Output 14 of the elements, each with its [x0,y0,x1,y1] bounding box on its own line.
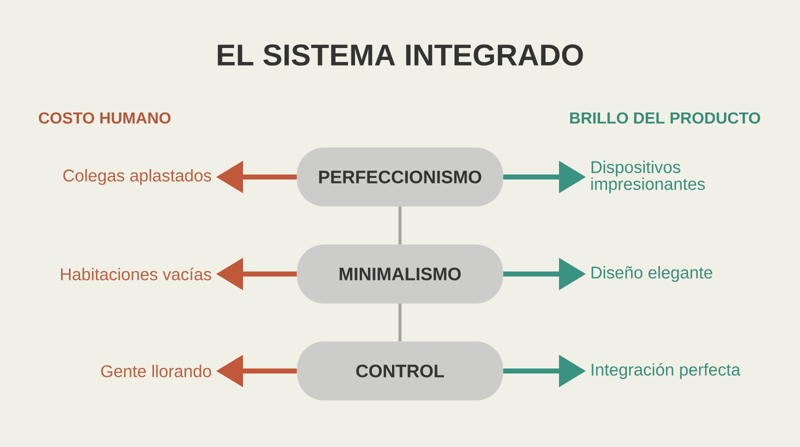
rounded-box: PERFECCIONISMO [297,148,503,206]
outcome-text: Habitaciones vacías [61,268,212,280]
connector-line [398,304,402,342]
outcome-text: Dispositivos impresionantes [591,160,705,194]
title: EL SISTEMA INTEGRADO [218,44,583,66]
column-heading: BRILLO DEL PRODUCTO [570,112,760,124]
rounded-box: MINIMALISMO [297,244,503,304]
outcome-text: Integración perfecta [592,362,740,380]
outcome-text: Colegas aplastados [63,169,212,185]
connector-line [398,206,402,244]
rounded-box: CONTROL [297,342,503,400]
column-heading: COSTO HUMANO [38,112,171,124]
outcome-text: Gente llorando [101,364,212,378]
outcome-text: Diseño elegante [592,266,712,282]
